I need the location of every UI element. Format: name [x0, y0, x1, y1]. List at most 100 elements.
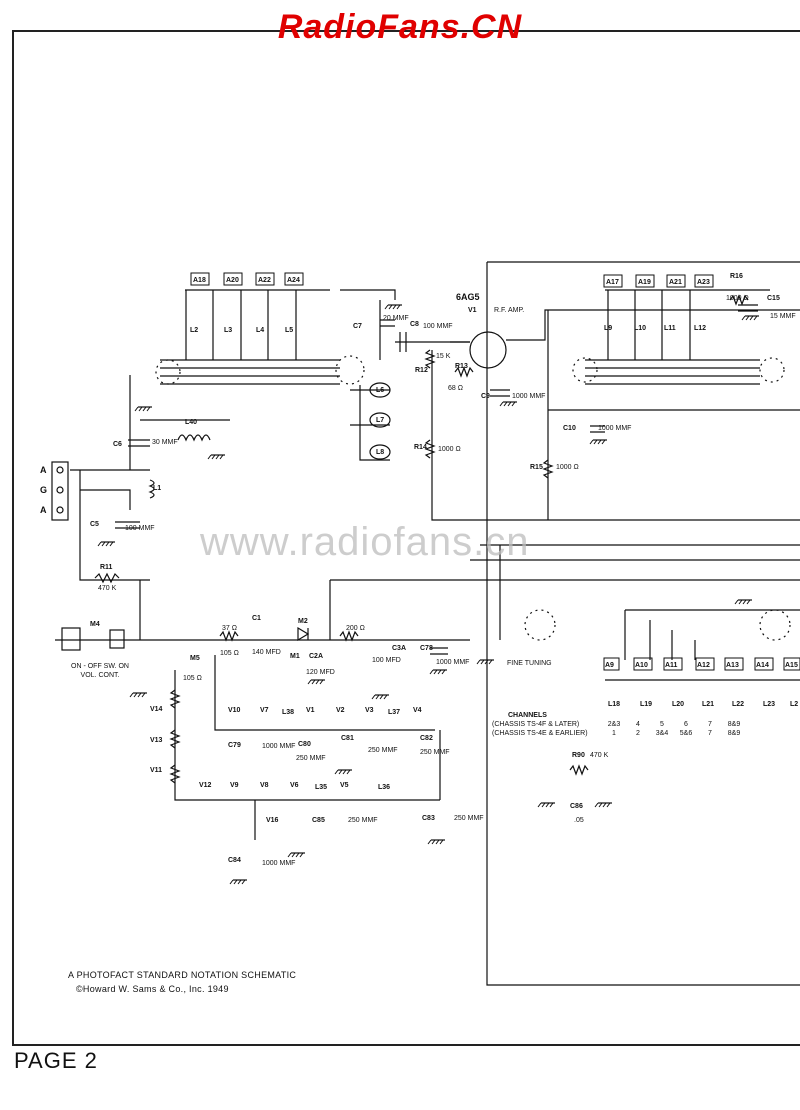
ref-c86: C86	[570, 803, 583, 810]
val-r11: 470 K	[98, 585, 117, 592]
tube-function: R.F. AMP.	[494, 307, 524, 314]
coil-l7: L7	[376, 417, 384, 424]
val-c2a: 120 MFD	[306, 669, 335, 676]
channel-cell: 1	[612, 730, 616, 737]
lower-l2x: L2	[790, 701, 798, 708]
ref-m1: M1	[290, 653, 300, 660]
heater-v6: V6	[290, 782, 299, 789]
heater-v9: V9	[230, 782, 239, 789]
terminal-a-top: A	[40, 465, 47, 475]
ref-r13: R13	[455, 363, 468, 370]
val-c8: 100 MMF	[423, 323, 453, 330]
coil-l12: L12	[694, 325, 706, 332]
ref-c1: C1	[252, 615, 261, 622]
coil-l8: L8	[376, 449, 384, 456]
val-c6: 30 MMF	[152, 439, 178, 446]
ref-r14: R14	[414, 444, 427, 451]
lower-l21: L21	[702, 701, 714, 708]
watermark-top: RadioFans.CN	[277, 8, 523, 46]
lower-a13: A13	[726, 662, 739, 669]
channel-cell: 4	[636, 721, 640, 728]
terminal-g: G	[40, 485, 47, 495]
lower-l18: L18	[608, 701, 620, 708]
channel-cell: 3&4	[655, 730, 669, 737]
ref-c2a: C2A	[309, 653, 323, 660]
footer-line-2: ©Howard W. Sams & Co., Inc. 1949	[76, 984, 229, 994]
heater-v5: V5	[340, 782, 349, 789]
strip-a23: A23	[697, 279, 710, 286]
ref-m2: M2	[298, 618, 308, 625]
channel-cell: 2&3	[607, 721, 621, 728]
lower-a12: A12	[697, 662, 710, 669]
heater-v12: V12	[199, 782, 212, 789]
val-m5: 105 Ω	[183, 675, 202, 682]
lower-a9: A9	[605, 662, 614, 669]
heater-v11: V11	[150, 767, 162, 774]
heater-v4: V4	[413, 707, 422, 714]
tube-type: 6AG5	[456, 292, 480, 302]
heater-v1: V1	[306, 707, 315, 714]
val-r37: 37 Ω	[222, 625, 237, 632]
schematic-border	[12, 30, 800, 1046]
heater-v16: V16	[266, 817, 279, 824]
terminal-a-bottom: A	[40, 505, 47, 515]
heater-v8: V8	[260, 782, 269, 789]
ref-c10: C10	[563, 425, 576, 432]
channels-table: CHANNELS (CHASSIS TS-4F & LATER) 2&3 4 5…	[492, 712, 746, 737]
val-r16: 1000 Ω	[726, 295, 749, 302]
fine-tuning-label: FINE TUNING	[507, 660, 552, 667]
val-c9: 1000 MMF	[512, 393, 545, 400]
val-c7: 20 MMF	[383, 315, 409, 322]
val-r200: 200 Ω	[346, 625, 365, 632]
val-c85: 250 MMF	[348, 817, 378, 824]
strip-a17: A17	[606, 279, 619, 286]
ref-c3a: C3A	[392, 645, 406, 652]
ref-m5: M5	[190, 655, 200, 662]
val-c78: 1000 MMF	[436, 659, 469, 666]
ref-c81: C81	[341, 735, 354, 742]
strip-a19: A19	[638, 279, 651, 286]
ref-r11: R11	[100, 564, 113, 571]
ref-c79: C79	[228, 742, 241, 749]
val-c86: .05	[574, 817, 584, 824]
lower-l22: L22	[732, 701, 744, 708]
channels-row-2-label: (CHASSIS TS-4E & EARLIER)	[492, 730, 588, 737]
lower-l20: L20	[672, 701, 684, 708]
strip-a24: A24	[287, 277, 300, 284]
coil-l11: L11	[664, 325, 676, 332]
lower-a14: A14	[756, 662, 769, 669]
ref-r16: R16	[730, 273, 743, 280]
coil-l3: L3	[224, 327, 232, 334]
lower-a10: A10	[635, 662, 648, 669]
channels-title: CHANNELS	[508, 712, 547, 719]
ref-c8: C8	[410, 321, 419, 328]
ref-c7: C7	[353, 323, 362, 330]
power-switch-label: ON - OFF SW. ON VOL. CONT.	[71, 663, 129, 679]
heater-v13: V13	[150, 737, 163, 744]
channel-cell: 8&9	[727, 721, 741, 728]
channels-row-1: (CHASSIS TS-4F & LATER) 2&3 4 5 6 7 8&9	[492, 721, 746, 728]
val-c83: 250 MMF	[454, 815, 484, 822]
ref-c84: C84	[228, 857, 241, 864]
coil-l5: L5	[285, 327, 293, 334]
tube-ref: V1	[468, 307, 477, 314]
ref-r12: R12	[415, 367, 428, 374]
lower-l23: L23	[763, 701, 775, 708]
val-c5: 100 MMF	[125, 525, 155, 532]
channel-cell: 7	[708, 730, 712, 737]
channel-cell: 7	[708, 721, 712, 728]
ref-l40: L40	[185, 419, 197, 426]
val-c84: 1000 MMF	[262, 860, 295, 867]
val-c79: 1000 MMF	[262, 743, 295, 750]
val-r90: 470 K	[590, 752, 609, 759]
ref-c80: C80	[298, 741, 311, 748]
heater-v2: V2	[336, 707, 345, 714]
heater-l36: L36	[378, 784, 390, 791]
ref-c78: C78	[420, 645, 433, 652]
coil-l6: L6	[376, 387, 384, 394]
ref-c9: C9	[481, 393, 490, 400]
val-c81: 250 MMF	[368, 747, 398, 754]
channel-cell: 6	[684, 721, 688, 728]
val-c82: 250 MMF	[420, 749, 450, 756]
ref-c85: C85	[312, 817, 325, 824]
